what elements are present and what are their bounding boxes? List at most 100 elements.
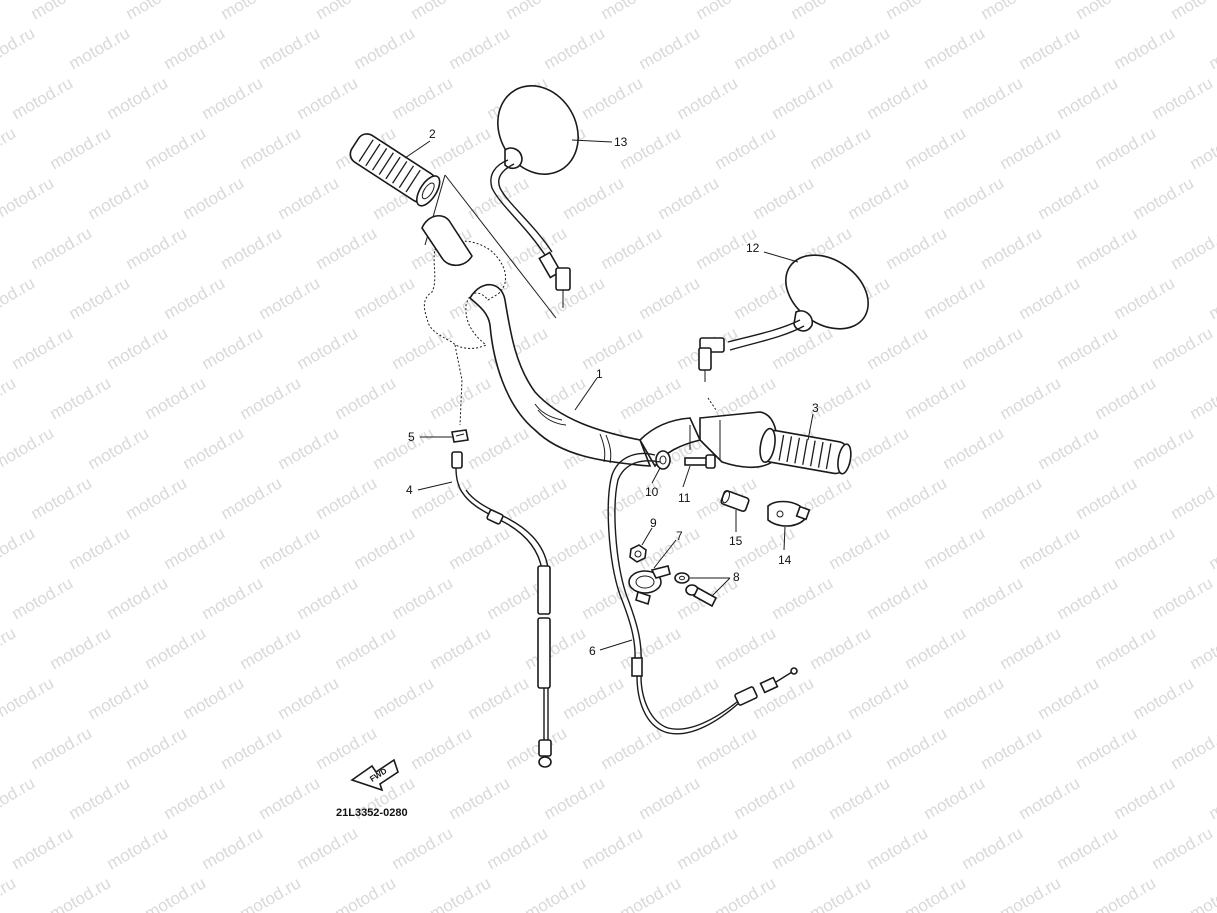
watermark-text: motod.ru [1092, 373, 1160, 423]
watermark-text: motod.ru [1016, 23, 1084, 73]
watermark-text: motod.ru [237, 123, 305, 173]
watermark-text: motod.ru [313, 0, 381, 23]
watermark-text: motod.ru [1035, 673, 1103, 723]
watermark-text: motod.ru [750, 673, 818, 723]
watermark-text: motod.ru [9, 573, 77, 623]
watermark-text: motod.ru [1111, 773, 1179, 823]
watermark-text: motod.ru [636, 23, 704, 73]
watermark-text: motod.ru [275, 423, 343, 473]
watermark-text: motod.ru [1073, 223, 1141, 273]
watermark-text: motod.ru [769, 823, 837, 873]
watermark-text: motod.ru [1206, 273, 1217, 323]
watermark-text: motod.ru [1206, 773, 1217, 823]
watermark-text: motod.ru [180, 423, 248, 473]
watermark-text: motod.ru [807, 373, 875, 423]
callout-7: 7 [676, 529, 683, 543]
watermark-text: motod.ru [693, 0, 761, 23]
watermark-text: motod.ru [997, 873, 1065, 913]
watermark-text: motod.ru [1073, 723, 1141, 773]
watermark-text: motod.ru [1073, 473, 1141, 523]
watermark-text: motod.ru [1130, 423, 1198, 473]
watermark-text: motod.ru [997, 623, 1065, 673]
callout-1: 1 [596, 367, 603, 381]
diagram-reference-code: 21L3352-0280 [336, 807, 408, 819]
watermark-text: motod.ru [617, 873, 685, 913]
watermark-text: motod.ru [66, 23, 134, 73]
watermark-text: motod.ru [826, 523, 894, 573]
callout-3: 3 [812, 401, 819, 415]
watermark-text: motod.ru [522, 873, 590, 913]
watermark-text: motod.ru [921, 523, 989, 573]
watermark-text: motod.ru [142, 623, 210, 673]
callout-5: 5 [408, 430, 415, 444]
watermark-text: motod.ru [123, 223, 191, 273]
callout-12: 12 [746, 241, 760, 255]
watermark-text: motod.ru [807, 623, 875, 673]
watermark-text: motod.ru [712, 123, 780, 173]
watermark-text: motod.ru [275, 173, 343, 223]
watermark-text: motod.ru [902, 373, 970, 423]
watermark-text: motod.ru [617, 373, 685, 423]
watermark-text: motod.ru [313, 223, 381, 273]
watermark-text: motod.ru [0, 173, 57, 223]
watermark-text: motod.ru [427, 873, 495, 913]
watermark-text: motod.ru [161, 773, 229, 823]
right-mirror [698, 254, 869, 382]
watermark-text: motod.ru [0, 873, 19, 913]
watermark-text: motod.ru [66, 773, 134, 823]
watermark-text: motod.ru [1187, 123, 1217, 173]
watermark-text: motod.ru [1168, 0, 1217, 23]
watermark-text: motod.ru [351, 273, 419, 323]
callout-4: 4 [406, 483, 413, 497]
watermark-text: motod.ru [883, 723, 951, 773]
watermark-text: motod.ru [826, 773, 894, 823]
watermark-text: motod.ru [617, 623, 685, 673]
throttle-cable [607, 452, 798, 735]
cable-holder-part-7 [628, 565, 671, 606]
watermark-text: motod.ru [674, 73, 742, 123]
watermark-text: motod.ru [28, 223, 96, 273]
watermark-text: motod.ru [1016, 773, 1084, 823]
callout-2: 2 [429, 127, 436, 141]
watermark-text: motod.ru [446, 773, 514, 823]
watermark-text: motod.ru [788, 723, 856, 773]
watermark-text: motod.ru [902, 623, 970, 673]
watermark-text: motod.ru [332, 873, 400, 913]
watermark-text: motod.ru [598, 0, 666, 23]
watermark-text: motod.ru [0, 623, 19, 673]
callout-6: 6 [589, 644, 596, 658]
watermark-text: motod.ru [788, 0, 856, 23]
watermark-text: motod.ru [28, 0, 96, 23]
watermark-text: motod.ru [1168, 723, 1217, 773]
watermark-text: motod.ru [199, 823, 267, 873]
watermark-text: motod.ru [180, 173, 248, 223]
switch-part-15 [720, 490, 750, 512]
watermark-text: motod.ru [712, 623, 780, 673]
left-mirror [490, 85, 579, 308]
watermark-text: motod.ru [313, 723, 381, 773]
watermark-text: motod.ru [560, 673, 628, 723]
watermark-text: motod.ru [959, 323, 1027, 373]
watermark-text: motod.ru [978, 723, 1046, 773]
watermark-text: motod.ru [256, 773, 324, 823]
watermark-text: motod.ru [1054, 573, 1122, 623]
watermark-text: motod.ru [579, 823, 647, 873]
switch-part-14 [767, 500, 811, 527]
watermark-text: motod.ru [0, 123, 19, 173]
handlebar [468, 283, 702, 468]
right-grip [759, 427, 852, 475]
clutch-cable-clip [451, 429, 469, 443]
watermark-text: motod.ru [256, 23, 324, 73]
callout-11: 11 [678, 491, 691, 505]
watermark-text: motod.ru [199, 323, 267, 373]
watermark-text: motod.ru [104, 73, 172, 123]
watermark-text: motod.ru [389, 73, 457, 123]
watermark-text: motod.ru [1054, 73, 1122, 123]
watermark-text: motod.ru [864, 823, 932, 873]
watermark-text: motod.ru [1206, 523, 1217, 573]
watermark-text: motod.ru [864, 573, 932, 623]
watermark-text: motod.ru [0, 373, 19, 423]
watermark-text: motod.ru [807, 123, 875, 173]
watermark-text: motod.ru [1092, 623, 1160, 673]
watermark-text: motod.ru [921, 273, 989, 323]
